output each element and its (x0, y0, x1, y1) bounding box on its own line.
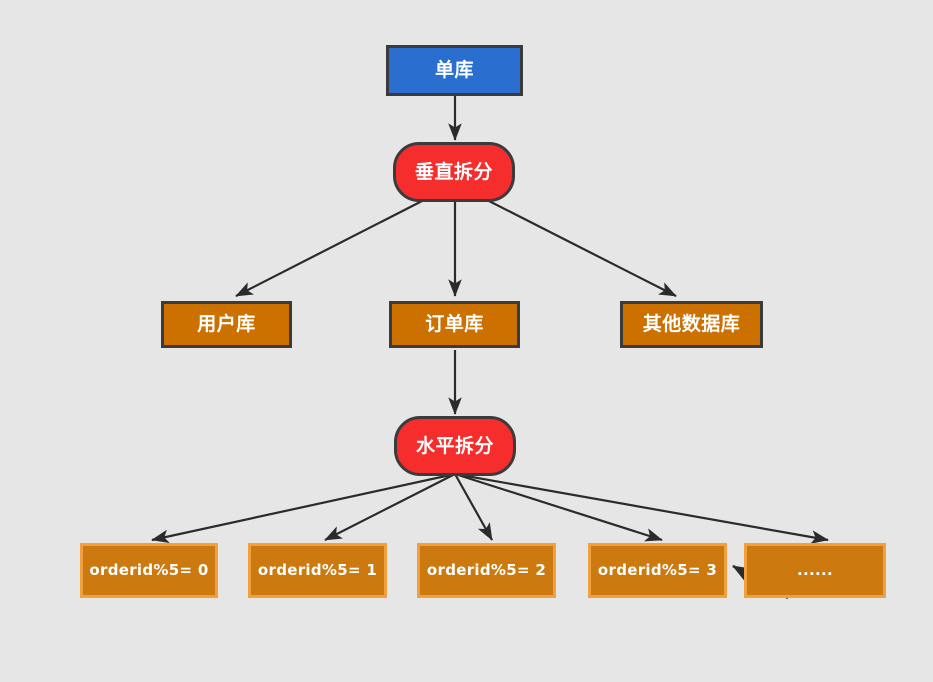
node-order-database[interactable]: 订单库 (389, 301, 520, 348)
node-shard-0-label: orderid%5= 0 (89, 561, 209, 579)
edge-vertical-split-to-other-db (486, 199, 677, 297)
node-single-database[interactable]: 单库 (386, 45, 523, 96)
edge-horizontal-split-to-shard-3 (454, 472, 663, 542)
node-shard-more-label: ...... (797, 561, 833, 579)
node-other-database[interactable]: 其他数据库 (620, 301, 763, 348)
node-vertical-split-label: 垂直拆分 (414, 160, 493, 183)
edge-horizontal-split-to-shard-1 (324, 473, 456, 541)
node-order-database-label: 订单库 (425, 313, 484, 335)
node-user-database[interactable]: 用户库 (161, 301, 292, 348)
node-shard-1-label: orderid%5= 1 (257, 561, 378, 579)
node-shard-2-label: orderid%5= 2 (426, 561, 547, 579)
node-horizontal-split[interactable]: 水平拆分 (394, 416, 516, 476)
node-shard-2[interactable]: orderid%5= 2 (417, 543, 556, 598)
node-user-database-label: 用户库 (197, 313, 256, 335)
edge-horizontal-split-to-shard-2 (454, 473, 493, 541)
node-horizontal-split-label: 水平拆分 (415, 434, 494, 457)
edge-horizontal-split-to-shard-4 (454, 472, 829, 544)
edge-horizontal-split-to-shard-0 (151, 472, 456, 544)
node-other-database-label: 其他数据库 (642, 313, 741, 335)
node-single-database-label: 单库 (434, 59, 474, 81)
node-shard-1[interactable]: orderid%5= 1 (248, 543, 387, 598)
node-vertical-split[interactable]: 垂直拆分 (393, 142, 515, 202)
node-shard-3-label: orderid%5= 3 (597, 561, 718, 579)
node-shard-3[interactable]: orderid%5= 3 (588, 543, 727, 598)
node-shard-more[interactable]: ...... (744, 543, 886, 598)
node-shard-0[interactable]: orderid%5= 0 (80, 543, 218, 598)
edge-vertical-split-to-user-db (235, 199, 425, 297)
